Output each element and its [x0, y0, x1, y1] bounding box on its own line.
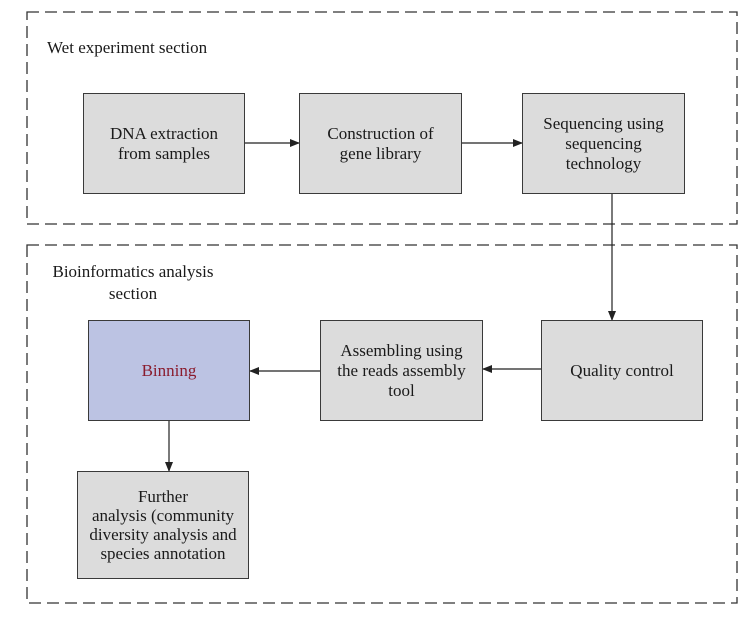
wet-section-label: Wet experiment section [47, 38, 208, 57]
wet-section-border [26, 11, 738, 225]
bio-section-border [26, 244, 738, 604]
assembling-node: Assembling using the reads assembly tool [320, 320, 483, 421]
bio-section-label: Bioinformatics analysis section [52, 262, 214, 303]
binning-node: Binning [88, 320, 250, 421]
gene-library-node: Construction of gene library [299, 93, 462, 194]
further-analysis-node: Further analysis (community diversity an… [77, 471, 249, 579]
dna-extraction-node: DNA extraction from samples [83, 93, 245, 194]
sequencing-node: Sequencing using sequencing technology [522, 93, 685, 194]
quality-control-node: Quality control [541, 320, 703, 421]
